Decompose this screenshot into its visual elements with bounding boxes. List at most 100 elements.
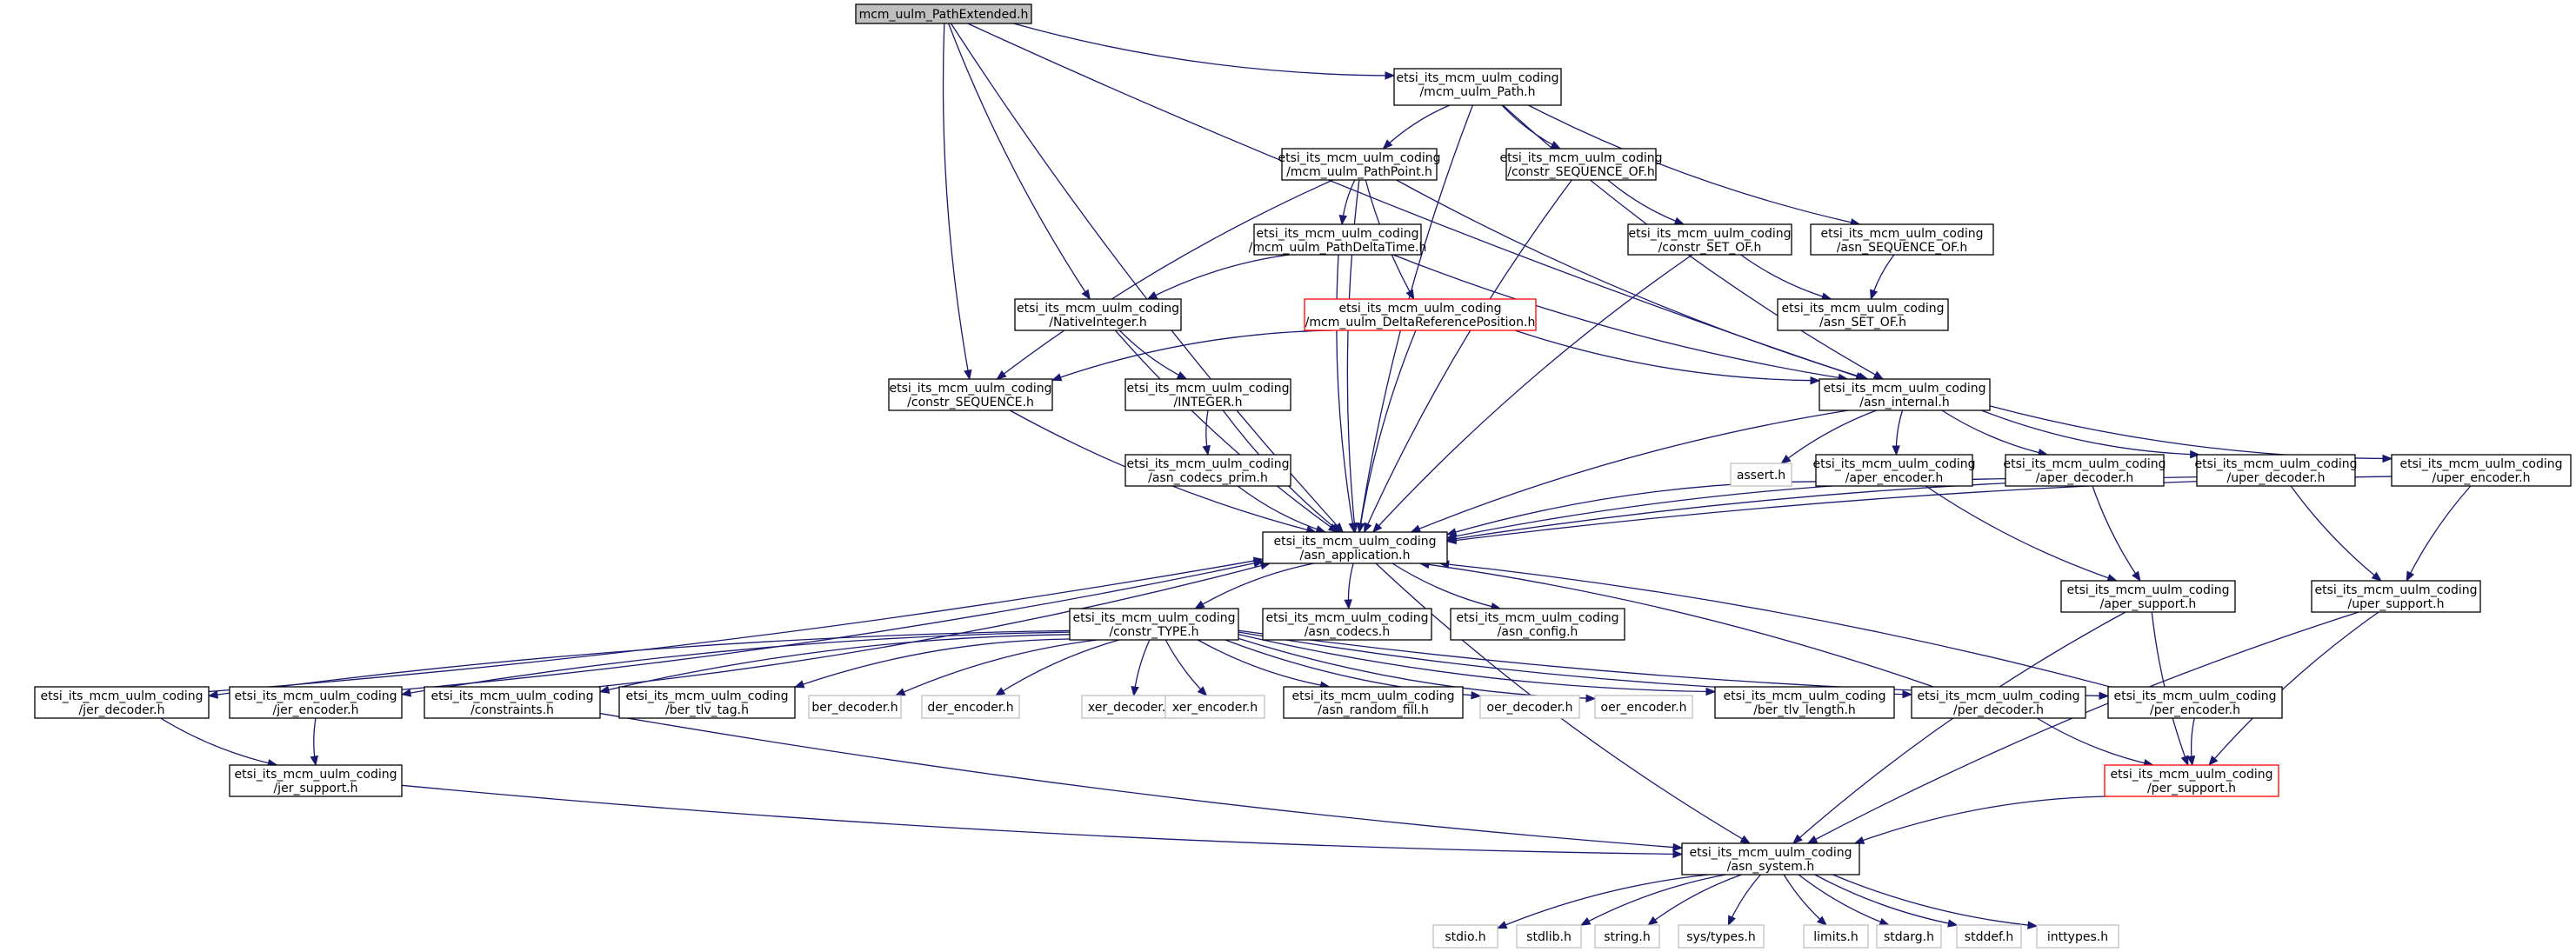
dependency-edge — [1198, 639, 1331, 689]
node-box — [229, 764, 403, 797]
header-node-aperenc[interactable]: etsi_its_mcm_uulm_coding/aper_encoder.h — [1812, 454, 1976, 487]
node-label: etsi_its_mcm_uulm_coding — [1265, 611, 1428, 625]
header-node-bertlvtag[interactable]: etsi_its_mcm_uulm_coding/ber_tlv_tag.h — [618, 686, 796, 719]
header-node-jerenc[interactable]: etsi_its_mcm_uulm_coding/jer_encoder.h — [229, 686, 403, 719]
dependency-edge — [994, 639, 1120, 696]
dependency-edge — [1579, 874, 1726, 926]
node-box — [1594, 695, 1693, 719]
node-label: string.h — [1604, 930, 1651, 944]
header-node-deltaref[interactable]: etsi_its_mcm_uulm_coding/mcm_uulm_DeltaR… — [1304, 298, 1537, 331]
node-box — [1876, 924, 1942, 949]
header-node-pathpoint[interactable]: etsi_its_mcm_uulm_coding/mcm_uulm_PathPo… — [1278, 148, 1441, 181]
header-node-jersup[interactable]: etsi_its_mcm_uulm_coding/jer_support.h — [229, 764, 403, 797]
header-node-codecsprim[interactable]: etsi_its_mcm_uulm_coding/asn_codecs_prim… — [1124, 454, 1291, 487]
header-node-config[interactable]: etsi_its_mcm_uulm_coding/asn_config.h — [1450, 608, 1625, 641]
node-box — [1678, 924, 1765, 949]
header-node-internal[interactable]: etsi_its_mcm_uulm_coding/asn_internal.h — [1819, 378, 1991, 411]
dependency-edge — [2208, 611, 2379, 767]
dependency-edge — [1202, 409, 1211, 456]
dependency-edge — [1853, 796, 2108, 844]
dependency-edge — [401, 559, 1265, 690]
header-node-app[interactable]: etsi_its_mcm_uulm_coding/asn_application… — [1262, 531, 1448, 564]
header-node-integer[interactable]: etsi_its_mcm_uulm_coding/INTEGER.h — [1124, 378, 1291, 411]
node-label: etsi_its_mcm_uulm_coding — [1823, 382, 1985, 396]
header-node-asnseqof[interactable]: etsi_its_mcm_uulm_coding/asn_SEQUENCE_OF… — [1810, 223, 1994, 256]
dependency-edge — [1131, 639, 1151, 697]
header-node-system[interactable]: etsi_its_mcm_uulm_coding/asn_system.h — [1681, 842, 1860, 875]
header-node-oerenc: oer_encoder.h — [1594, 695, 1693, 719]
header-node-systypes: sys/types.h — [1678, 924, 1765, 949]
edges-layer — [160, 23, 2472, 929]
header-node-codecs[interactable]: etsi_its_mcm_uulm_coding/asn_codecs.h — [1262, 608, 1432, 641]
header-node-path[interactable]: etsi_its_mcm_uulm_coding/mcm_uulm_Path.h — [1393, 68, 1562, 106]
header-node-asnsetof[interactable]: etsi_its_mcm_uulm_coding/asn_SET_OF.h — [1777, 298, 1949, 331]
dependency-edge — [1981, 409, 2201, 459]
header-node-ctype[interactable]: etsi_its_mcm_uulm_coding/constr_TYPE.h — [1069, 608, 1239, 641]
dependency-edge — [1237, 485, 1327, 534]
node-label: etsi_its_mcm_uulm_coding — [625, 689, 788, 703]
node-label: stdio.h — [1445, 930, 1485, 944]
header-node-jerdec[interactable]: etsi_its_mcm_uulm_coding/jer_decoder.h — [34, 686, 210, 719]
header-node-uperdec[interactable]: etsi_its_mcm_uulm_coding/uper_decoder.h — [2194, 454, 2358, 487]
node-label: /INTEGER.h — [1174, 396, 1243, 409]
dependency-edge — [1194, 563, 1314, 609]
node-box — [1479, 695, 1580, 719]
node-label: der_encoder.h — [927, 701, 1013, 715]
node-label: stddef.h — [1965, 930, 2013, 944]
header-node-xerenc: xer_encoder.h — [1165, 695, 1265, 719]
node-label: /mcm_uulm_PathPoint.h — [1286, 165, 1432, 179]
node-box — [2104, 764, 2279, 797]
header-node-persup[interactable]: etsi_its_mcm_uulm_coding/per_support.h — [2104, 764, 2279, 797]
header-node-perdec[interactable]: etsi_its_mcm_uulm_coding/per_decoder.h — [1911, 686, 2086, 719]
header-node-setof_c[interactable]: etsi_its_mcm_uulm_coding/constr_SET_OF.h — [1627, 223, 1792, 256]
header-node-root[interactable]: mcm_uulm_PathExtended.h — [855, 3, 1032, 24]
dependency-edge — [1391, 563, 1502, 611]
dependency-edge — [1013, 23, 1396, 80]
header-node-bertlvlen[interactable]: etsi_its_mcm_uulm_coding/ber_tlv_length.… — [1714, 686, 1895, 719]
node-box — [808, 695, 902, 719]
dependency-edge — [942, 23, 972, 381]
header-node-nativeint[interactable]: etsi_its_mcm_uulm_coding/NativeInteger.h — [1014, 298, 1182, 331]
header-node-uperenc[interactable]: etsi_its_mcm_uulm_coding/uper_encoder.h — [2391, 454, 2572, 487]
node-box — [1803, 924, 1869, 949]
node-label: /aper_encoder.h — [1845, 471, 1944, 485]
node-label: etsi_its_mcm_uulm_coding — [2399, 457, 2562, 471]
node-box — [2391, 454, 2572, 487]
header-node-perenc[interactable]: etsi_its_mcm_uulm_coding/per_encoder.h — [2107, 686, 2283, 719]
dependency-edge — [1607, 179, 1685, 225]
node-box — [1124, 378, 1291, 411]
dependency-edge — [1792, 611, 2126, 844]
node-label: /jer_decoder.h — [78, 703, 164, 717]
header-node-randfill[interactable]: etsi_its_mcm_uulm_coding/asn_random_fill… — [1283, 686, 1464, 719]
header-node-apersup[interactable]: etsi_its_mcm_uulm_coding/aper_support.h — [2060, 580, 2236, 613]
dependency-edge — [1727, 874, 1761, 927]
header-node-seq_c[interactable]: etsi_its_mcm_uulm_coding/constr_SEQUENCE… — [888, 378, 1053, 411]
node-label: /jer_encoder.h — [272, 703, 358, 717]
node-box — [2311, 580, 2481, 613]
header-node-constraints[interactable]: etsi_its_mcm_uulm_coding/constraints.h — [424, 686, 601, 719]
node-label: etsi_its_mcm_uulm_coding — [234, 689, 397, 703]
dependency-edge — [996, 179, 1333, 380]
node-label: /constr_TYPE.h — [1109, 625, 1198, 639]
node-label: /asn_SEQUENCE_OF.h — [1837, 241, 1968, 255]
header-node-inttypes: inttypes.h — [2036, 924, 2119, 949]
header-node-seqof_c[interactable]: etsi_its_mcm_uulm_coding/constr_SEQUENCE… — [1499, 148, 1663, 181]
node-label: /ber_tlv_length.h — [1753, 703, 1856, 717]
header-node-pathdelta[interactable]: etsi_its_mcm_uulm_coding/mcm_uulm_PathDe… — [1249, 223, 1427, 256]
header-node-aperdec[interactable]: etsi_its_mcm_uulm_coding/aper_decoder.h — [2003, 454, 2166, 487]
node-label: /asn_codecs_prim.h — [1148, 471, 1268, 485]
node-box — [1681, 842, 1860, 875]
node-label: etsi_its_mcm_uulm_coding — [1456, 611, 1618, 625]
node-box — [1014, 298, 1182, 331]
header-node-stdlib: stdlib.h — [1516, 924, 1582, 949]
dependency-edge — [401, 784, 1684, 859]
dependency-edge — [2406, 485, 2472, 583]
node-label: etsi_its_mcm_uulm_coding — [1256, 227, 1418, 241]
node-label: assert.h — [1737, 469, 1785, 483]
node-box — [1594, 924, 1660, 949]
node-box — [1069, 608, 1239, 641]
dependency-edge — [1814, 874, 1959, 928]
dependency-edge — [1783, 874, 1828, 926]
header-node-upersup[interactable]: etsi_its_mcm_uulm_coding/uper_support.h — [2311, 580, 2481, 613]
